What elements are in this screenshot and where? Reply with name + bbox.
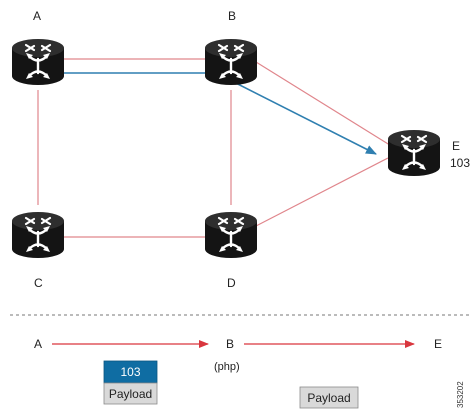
packet-before-php: 103 Payload (103, 360, 158, 405)
router-d-label: D (227, 276, 236, 290)
mpls-label-value: 103 (120, 365, 140, 379)
router-d: D (203, 210, 259, 290)
lsp-path (62, 72, 377, 155)
router-a-label: A (33, 9, 41, 23)
label-sequence: A B (php) E (34, 337, 442, 373)
router-c-label: C (34, 276, 43, 290)
payload-text-after: Payload (307, 391, 350, 405)
router-c: C (10, 210, 66, 290)
sequence-e-label: E (434, 337, 442, 351)
router-icon (10, 210, 66, 260)
router-b: B (203, 9, 259, 87)
link-b-e (255, 61, 394, 148)
packet-after-php: Payload (299, 386, 359, 409)
router-e: E 103 (386, 128, 470, 178)
sequence-b-label: B (226, 337, 234, 351)
router-a: A (10, 9, 66, 87)
router-icon (203, 37, 259, 87)
figure-id: 353202 (456, 381, 465, 408)
router-icon (10, 37, 66, 87)
payload-box-before (103, 382, 158, 405)
sequence-a-label: A (34, 337, 42, 351)
link-d-e (255, 157, 389, 227)
router-icon (386, 128, 442, 178)
router-b-label: B (228, 9, 236, 23)
router-icon (203, 210, 259, 260)
payload-text-before: Payload (109, 387, 152, 401)
router-e-label-value: 103 (450, 156, 470, 170)
links (37, 58, 394, 238)
router-e-label: E (452, 139, 460, 153)
payload-box-after (299, 386, 359, 409)
lsp-b-e-arrow (215, 72, 377, 155)
php-note: (php) (214, 361, 240, 373)
